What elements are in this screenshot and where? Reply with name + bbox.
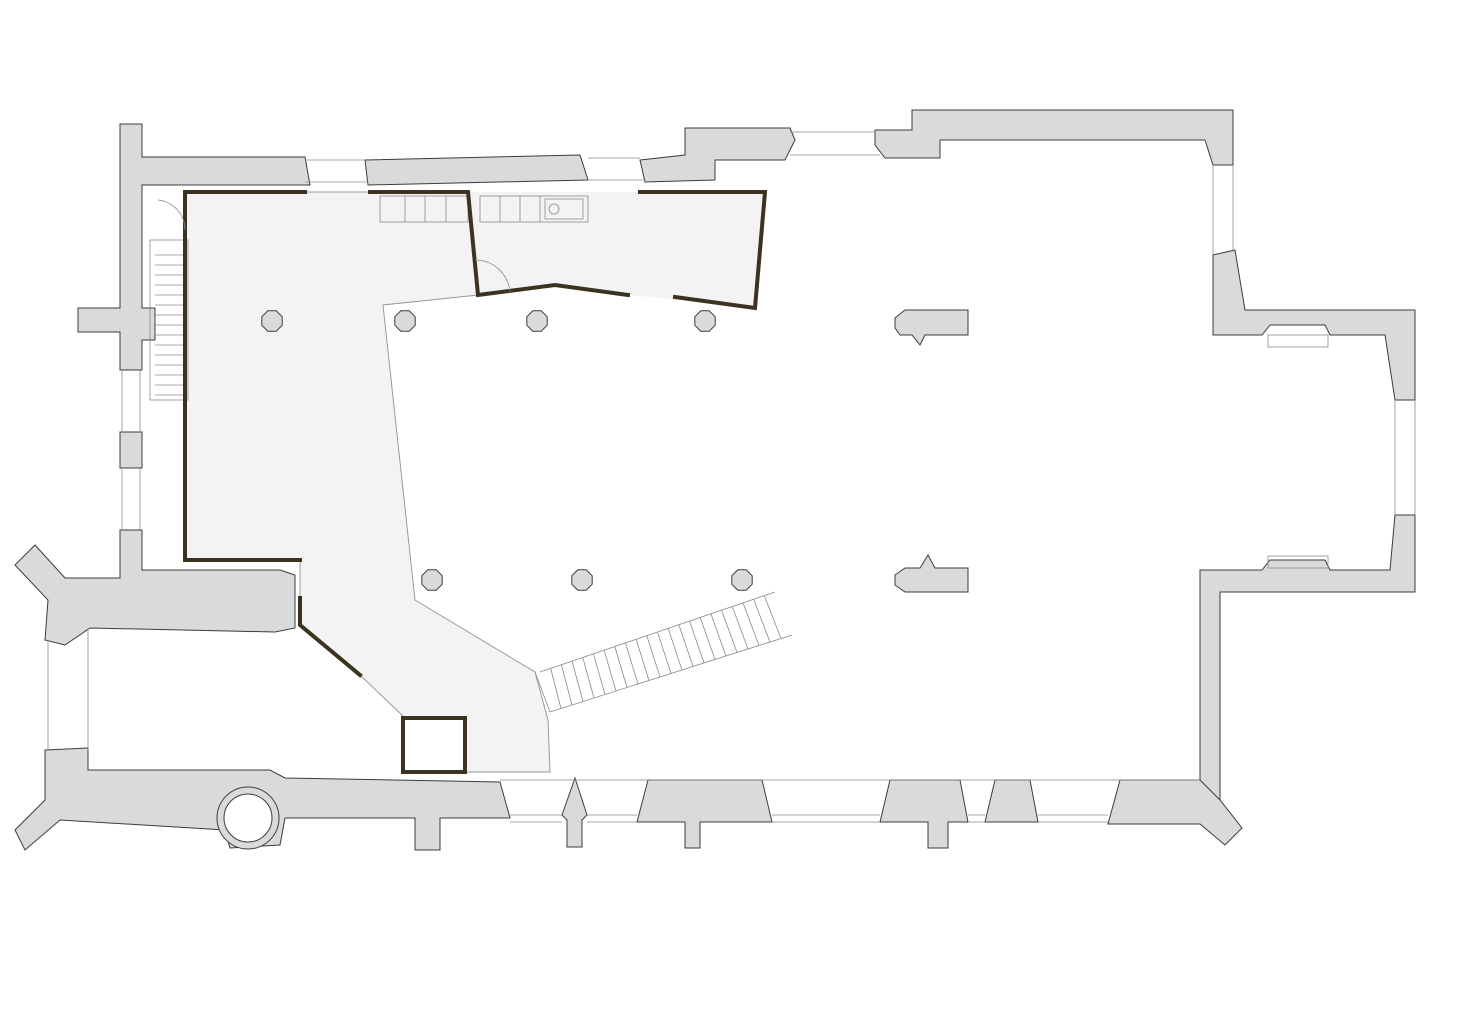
wall-north-1 bbox=[364, 154, 589, 186]
wall-west-lower bbox=[14, 529, 296, 646]
stair-tread bbox=[614, 646, 628, 688]
wall-south-pier-4 bbox=[984, 779, 1039, 823]
wall-east-lower bbox=[1199, 514, 1416, 801]
mezzanine-floor-area bbox=[184, 191, 551, 773]
windows bbox=[47, 131, 1416, 823]
stair-tread bbox=[550, 668, 562, 709]
stair-tread bbox=[657, 631, 672, 674]
kitchen-floor-area bbox=[470, 192, 765, 308]
column-icon bbox=[394, 310, 416, 332]
partition-walls bbox=[157, 190, 768, 774]
stair-tread bbox=[721, 610, 738, 653]
pilaster-north bbox=[894, 309, 969, 346]
stair-tread bbox=[635, 639, 650, 681]
sink-icon bbox=[544, 198, 584, 220]
stair-tread bbox=[603, 650, 617, 692]
column-icon bbox=[571, 569, 593, 591]
pilaster-south bbox=[894, 553, 969, 593]
pilasters bbox=[894, 309, 969, 593]
column-icon bbox=[694, 310, 716, 332]
stair-tread bbox=[763, 595, 782, 639]
wall-west-pier bbox=[119, 431, 143, 469]
wall-north-west bbox=[77, 123, 311, 371]
wall-south-pier-3 bbox=[879, 779, 969, 849]
stair-tread bbox=[646, 635, 661, 678]
stair-tread bbox=[625, 642, 639, 685]
wall-south-pier-1 bbox=[561, 776, 588, 848]
stair-tread bbox=[699, 617, 716, 660]
stair-tread bbox=[731, 606, 749, 650]
exterior-walls bbox=[14, 109, 1416, 851]
stair-tread bbox=[710, 613, 727, 657]
wall-south-east bbox=[1107, 779, 1243, 846]
column-icon bbox=[526, 310, 548, 332]
door-swing-icon bbox=[157, 199, 511, 293]
staircase-icon bbox=[149, 239, 793, 713]
stair-tread bbox=[678, 624, 694, 667]
stair-tread bbox=[560, 664, 573, 706]
stair-tread bbox=[571, 660, 584, 702]
mezzanine-floor bbox=[184, 191, 765, 773]
columns bbox=[261, 310, 753, 591]
stair-tread bbox=[689, 620, 705, 664]
wall-north-east bbox=[874, 109, 1234, 166]
wall-north-2 bbox=[639, 127, 796, 183]
column-icon bbox=[421, 569, 443, 591]
spiral-stair-well bbox=[223, 793, 273, 843]
stair-tread bbox=[742, 602, 760, 646]
wall-east-upper bbox=[1212, 249, 1416, 401]
stair-tread bbox=[667, 628, 683, 671]
stair-tread bbox=[593, 653, 606, 695]
stair-tread bbox=[582, 657, 595, 699]
column-icon bbox=[731, 569, 753, 591]
stair-tread bbox=[753, 599, 771, 643]
column-icon bbox=[261, 310, 283, 332]
wall-south-pier-2 bbox=[636, 779, 773, 849]
